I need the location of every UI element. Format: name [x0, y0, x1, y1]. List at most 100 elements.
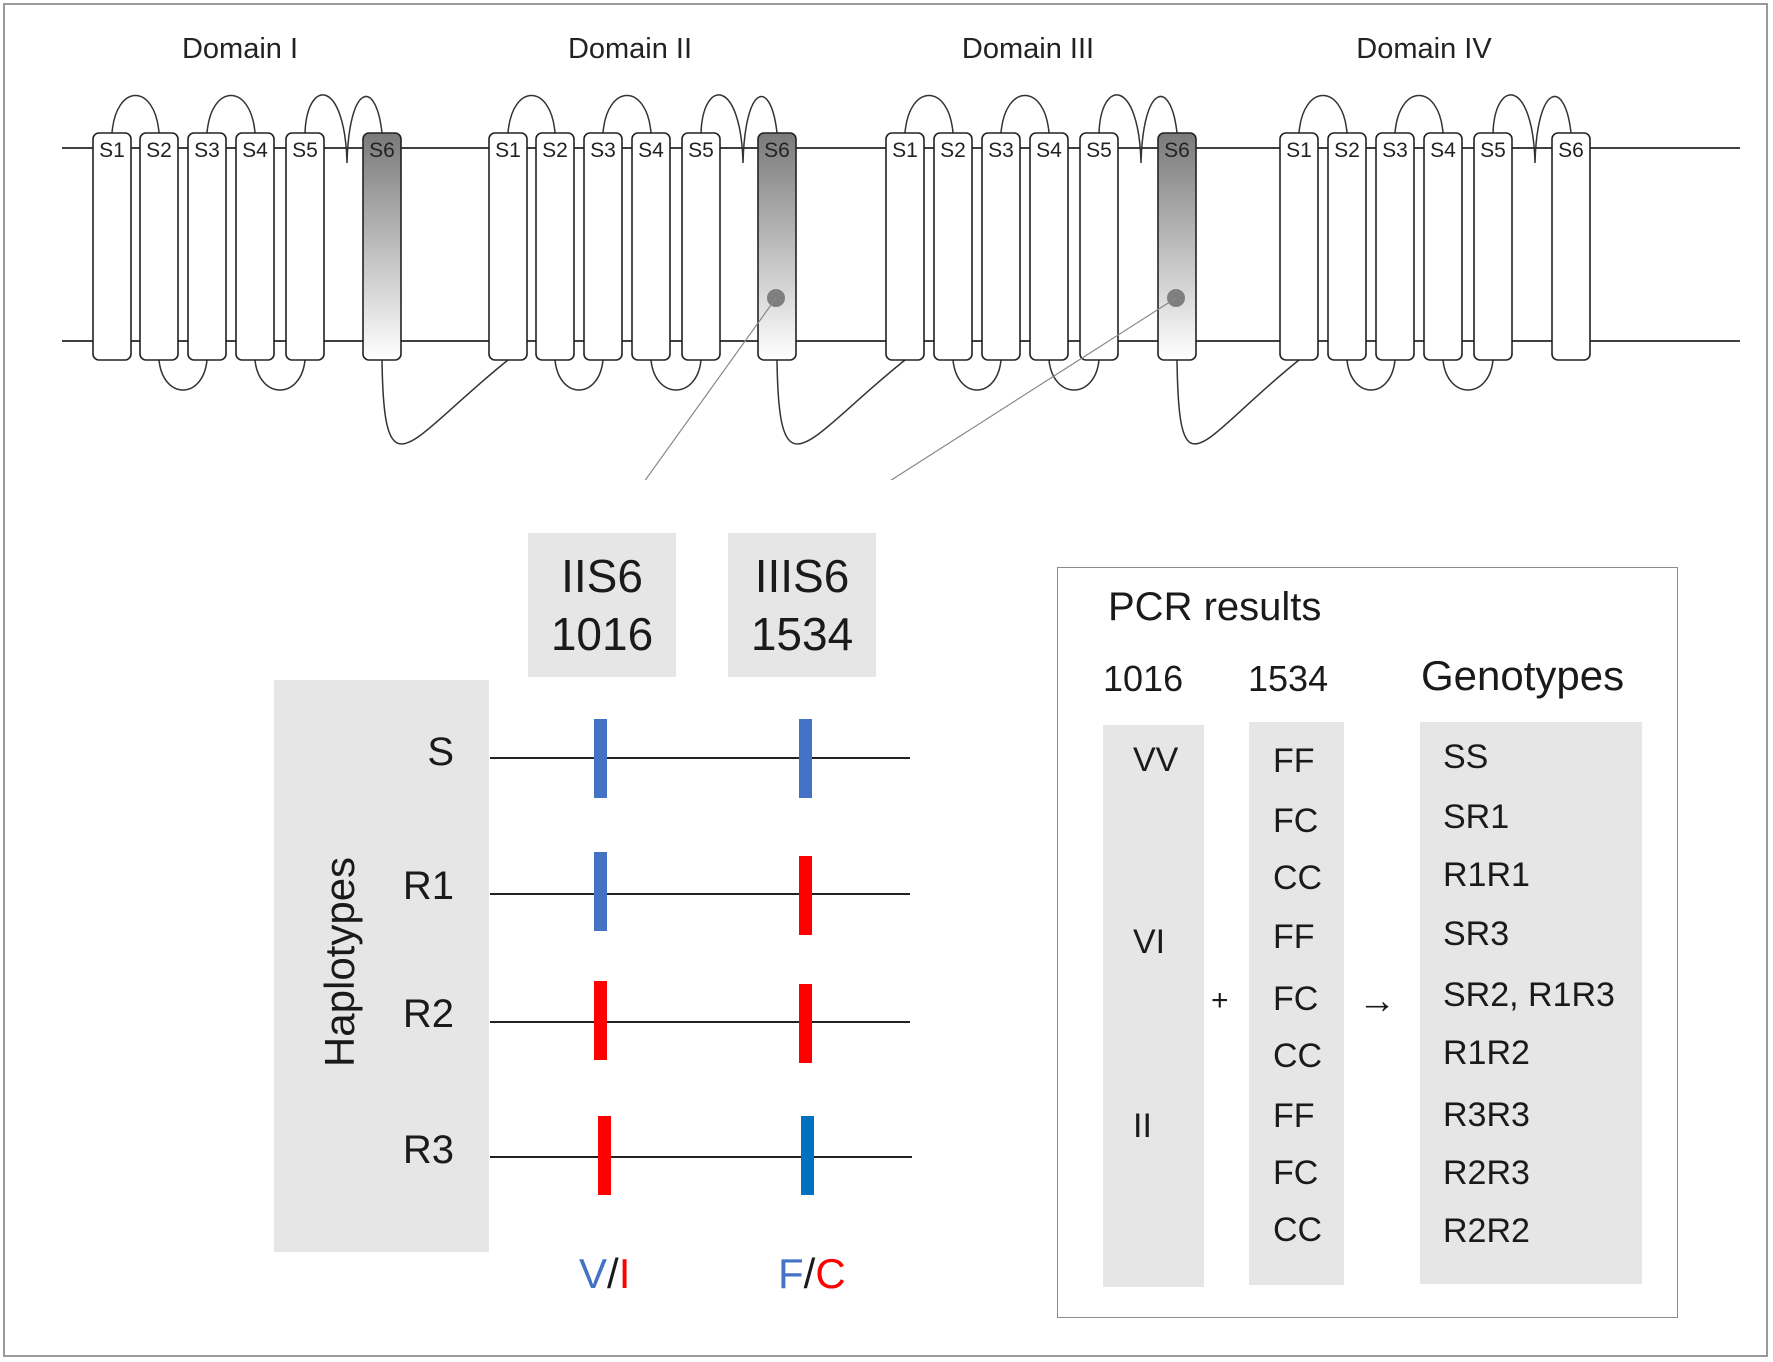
helix-segment [535, 132, 575, 361]
segment-label: S5 [292, 139, 318, 162]
allele-bar-s-1016 [594, 719, 607, 798]
haplotype-label-r1: R1 [402, 864, 454, 908]
helix-segment [981, 132, 1021, 361]
allele-bar-r2-1534 [799, 984, 812, 1063]
g1534-cell: FF [1273, 1097, 1315, 1135]
genotype-cell: SR2, R1R3 [1443, 976, 1615, 1014]
site-position: 1016 [550, 608, 654, 660]
haplotype-label-r2: R2 [402, 992, 454, 1036]
genotypes-title: Genotypes [1421, 652, 1625, 699]
domain-label: Domain III [962, 33, 1094, 65]
g1534-cell: FC [1273, 980, 1319, 1018]
helix-segment [583, 132, 623, 361]
haplotype-line-r1 [490, 893, 910, 895]
segment-label: S5 [688, 139, 714, 162]
variant-c: C [815, 1250, 846, 1297]
domain-label: Domain II [568, 33, 692, 65]
genotype-cell: R2R2 [1443, 1212, 1530, 1250]
helix-segment [1473, 132, 1513, 361]
segment-label: S3 [988, 139, 1014, 162]
segment-label: S4 [1430, 139, 1456, 162]
g1534-cell: FC [1273, 802, 1319, 840]
g1534-cell: CC [1273, 1211, 1323, 1249]
helix-segment [285, 132, 325, 361]
site-name: IIIS6 [754, 550, 850, 602]
haplotypes-panel [274, 680, 489, 1252]
helix-segment [1375, 132, 1415, 361]
helix-segment [757, 132, 797, 361]
segment-label: S4 [638, 139, 664, 162]
col-header-1534: 1534 [1248, 658, 1329, 699]
variant-legend-1016: V/I [579, 1250, 630, 1298]
genotype-cell: R1R2 [1443, 1034, 1530, 1072]
helix-segment [1079, 132, 1119, 361]
helix-segment [235, 132, 275, 361]
allele-bar-r1-1016 [594, 852, 607, 931]
helix-segment [1423, 132, 1463, 361]
allele-bar-r3-1534 [801, 1116, 814, 1195]
segment-label: S6 [1558, 139, 1584, 162]
helix-segment [92, 132, 132, 361]
segment-label: S1 [892, 139, 918, 162]
segment-label: S2 [146, 139, 172, 162]
g1016-ii: II [1133, 1107, 1152, 1145]
g1016-vv: VV [1133, 741, 1179, 779]
segment-label: S4 [242, 139, 268, 162]
domain-label: Domain I [182, 33, 298, 65]
pcr-results-panel [1057, 567, 1678, 1318]
genotype-cell: R3R3 [1443, 1096, 1530, 1134]
arrow-icon: → [1358, 980, 1396, 1022]
site-box-1016: IIS6 1016 [528, 533, 676, 677]
g1016-vi: VI [1133, 923, 1166, 961]
helix-segment [488, 132, 528, 361]
helix-segment [362, 132, 402, 361]
g1534-cell: FC [1273, 1154, 1319, 1192]
col-header-1016: 1016 [1103, 658, 1184, 699]
segment-label: S6 [369, 139, 395, 162]
genotype-cell: SR1 [1443, 798, 1510, 836]
helix-segment [1029, 132, 1069, 361]
haplotypes-title: Haplotypes [316, 856, 363, 1068]
haplotype-label-r3: R3 [402, 1128, 454, 1172]
g1534-cell: FF [1273, 918, 1315, 956]
haplotype-label-s: S [427, 730, 454, 774]
allele-bar-r3-1016 [598, 1116, 611, 1195]
connecting-loops [111, 94, 1572, 445]
haplotype-line-r3 [490, 1156, 912, 1158]
genotype-1016-column [1103, 725, 1204, 1287]
variant-v: V [579, 1250, 608, 1297]
segment-label: S4 [1036, 139, 1062, 162]
helix-segment [1327, 132, 1367, 361]
helix-segment [187, 132, 227, 361]
segment-label: S2 [542, 139, 568, 162]
segment-label: S1 [1286, 139, 1312, 162]
segment-label: S5 [1480, 139, 1506, 162]
genotypes-column [1420, 722, 1642, 1284]
segment-label: S1 [495, 139, 521, 162]
g1534-cell: CC [1273, 859, 1323, 897]
genotype-1534-column [1249, 722, 1344, 1285]
segment-label: S2 [1334, 139, 1360, 162]
helix-segment [885, 132, 925, 361]
genotype-cell: R1R1 [1443, 856, 1530, 894]
site-name: IIS6 [561, 550, 643, 602]
helix-segment [1551, 132, 1591, 361]
segment-label: S6 [1164, 139, 1190, 162]
segment-label: S1 [99, 139, 125, 162]
variant-i: I [618, 1250, 631, 1297]
genotype-cell: SS [1443, 738, 1489, 776]
variant-f: F [778, 1250, 804, 1297]
g1534-cell: FF [1273, 742, 1315, 780]
helix-segment [1279, 132, 1319, 361]
variant-separator: / [607, 1250, 619, 1297]
helix-segment [1157, 132, 1197, 361]
segment-label: S3 [590, 139, 616, 162]
genotype-cell: R2R3 [1443, 1154, 1530, 1192]
segment-label: S3 [194, 139, 220, 162]
allele-bar-s-1534 [799, 719, 812, 798]
site-position: 1534 [750, 608, 854, 660]
variant-separator: / [803, 1250, 816, 1297]
segment-label: S3 [1382, 139, 1408, 162]
site-box-1534: IIIS6 1534 [728, 533, 876, 677]
